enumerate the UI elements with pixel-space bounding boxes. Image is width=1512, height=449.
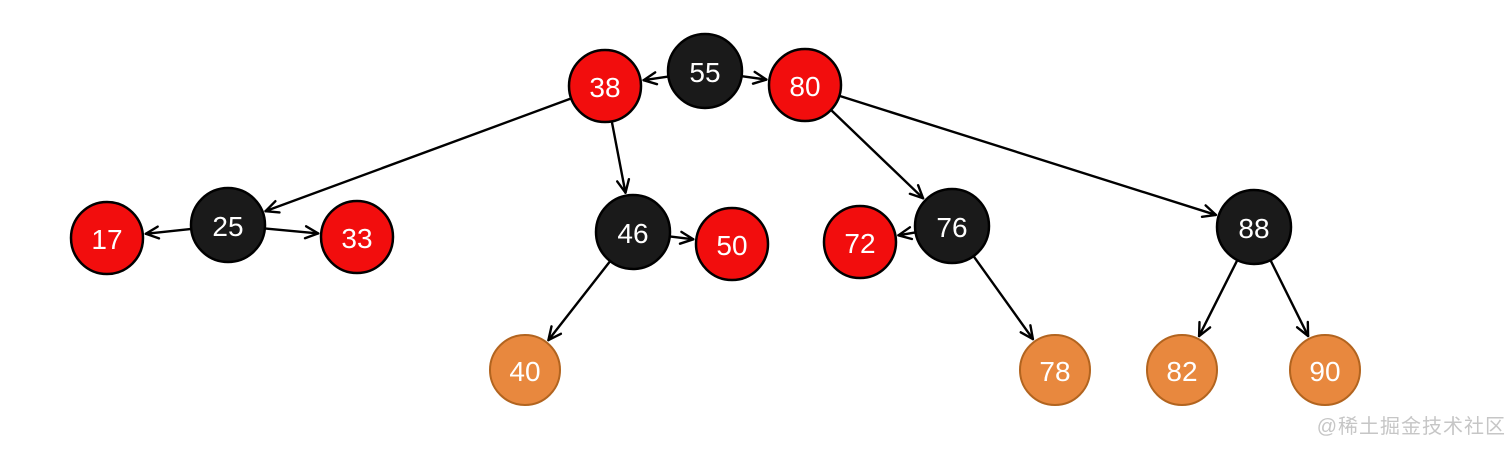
arrowhead-icon (1019, 324, 1035, 341)
tree-node-90: 90 (1289, 334, 1361, 406)
tree-node-82: 82 (1146, 334, 1218, 406)
tree-node-17: 17 (69, 200, 145, 276)
tree-edge-76-78 (972, 255, 1035, 341)
tree-node-72: 72 (822, 204, 898, 280)
tree-edge-88-82 (1197, 259, 1239, 338)
tree-node-circle-46 (594, 193, 672, 271)
tree-edge-80-88 (839, 94, 1218, 218)
tree-edge-25-17 (144, 225, 192, 240)
edge-line-76-78 (972, 255, 1035, 341)
tree-node-circle-82 (1146, 334, 1218, 406)
arrowhead-icon (144, 225, 161, 240)
tree-node-80: 80 (767, 47, 843, 123)
watermark-text: @稀土掘金技术社区 (1316, 416, 1506, 438)
arrowhead-icon (897, 226, 914, 241)
tree-edge-55-38 (642, 71, 669, 86)
tree-node-46: 46 (594, 193, 672, 271)
tree-node-circle-72 (822, 204, 898, 280)
arrowhead-icon (1200, 204, 1218, 218)
arrowhead-icon (303, 225, 320, 240)
tree-node-circle-40 (489, 334, 561, 406)
tree-edge-76-72 (897, 226, 916, 241)
tree-node-88: 88 (1215, 188, 1293, 266)
edge-line-46-50 (669, 235, 695, 241)
edge-line-38-25 (264, 97, 572, 213)
edge-line-55-80 (741, 75, 768, 81)
arrowhead-icon (908, 184, 925, 200)
arrowhead-icon (264, 200, 281, 214)
tree-node-25: 25 (189, 186, 267, 264)
tree-node-33: 33 (319, 199, 395, 275)
edge-line-25-17 (144, 227, 192, 236)
arrowhead-icon (678, 230, 695, 245)
tree-node-circle-55 (666, 32, 744, 110)
tree-node-76: 76 (913, 187, 991, 265)
tree-node-50: 50 (694, 206, 770, 282)
tree-node-circle-80 (767, 47, 843, 123)
arrowhead-icon (1295, 320, 1310, 338)
tree-node-circle-17 (69, 200, 145, 276)
tree-node-circle-88 (1215, 188, 1293, 266)
tree-edge-55-80 (741, 70, 768, 85)
tree-node-circle-78 (1019, 334, 1091, 406)
arrowhead-icon (547, 325, 563, 342)
arrowhead-icon (751, 70, 768, 85)
edge-line-80-76 (830, 109, 925, 200)
tree-edge-46-50 (669, 230, 695, 245)
tree-edge-88-90 (1269, 259, 1310, 338)
edge-line-88-82 (1197, 259, 1239, 338)
tree-node-circle-33 (319, 199, 395, 275)
tree-edge-46-40 (547, 260, 611, 342)
edge-line-80-88 (839, 94, 1218, 217)
arrowhead-icon (1197, 320, 1212, 338)
tree-node-55: 55 (666, 32, 744, 110)
tree-edge-25-33 (264, 225, 320, 240)
tree-node-circle-90 (1289, 334, 1361, 406)
edge-line-46-40 (547, 260, 611, 342)
tree-node-circle-25 (189, 186, 267, 264)
edge-line-38-46 (610, 121, 627, 194)
arrowhead-icon (642, 71, 659, 86)
tree-edge-38-25 (264, 97, 572, 214)
tree-node-78: 78 (1019, 334, 1091, 406)
tree-edge-80-76 (830, 109, 925, 200)
tree-edge-38-46 (610, 121, 631, 194)
edge-line-25-33 (264, 227, 320, 235)
edge-line-88-90 (1269, 259, 1310, 338)
tree-node-circle-76 (913, 187, 991, 265)
edge-line-55-38 (642, 75, 669, 82)
tree-node-circle-50 (694, 206, 770, 282)
tree-node-38: 38 (567, 48, 643, 124)
arrowhead-icon (616, 178, 631, 194)
tree-node-circle-38 (567, 48, 643, 124)
tree-node-40: 40 (489, 334, 561, 406)
